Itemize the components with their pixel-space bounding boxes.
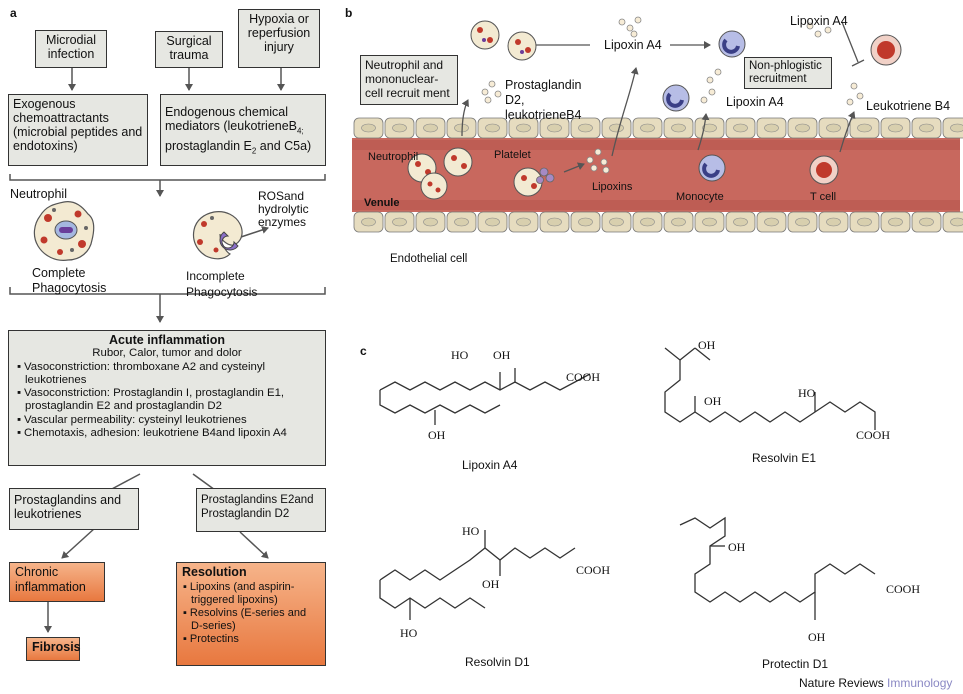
hypoxia-box: Hypoxia or reperfusion injury — [238, 9, 320, 68]
resolvin-d1-structure — [379, 547, 576, 581]
monocyte-label: Monocyte — [676, 191, 724, 203]
lipoxin-oh-bottom: OH — [428, 428, 446, 442]
resolvin-e1-structure — [664, 347, 876, 430]
protectin-d1-name: Protectin D1 — [762, 657, 829, 671]
t-cell-cells — [809, 34, 902, 185]
panel-b-venule-illustration — [352, 16, 963, 233]
panel-a-letter: a — [10, 6, 17, 20]
platelet-label: Platelet — [494, 149, 531, 161]
resolvin-e1-cooh: COOH — [856, 428, 891, 442]
endothelium-cells — [353, 117, 963, 233]
acute-bullet-2: Vasoconstriction: Prostaglandin I, prost… — [15, 387, 319, 414]
protectin-d1-structure — [679, 516, 876, 603]
protectin-d1-oh-top: OH — [728, 540, 746, 554]
lipoxin-cooh: COOH — [566, 370, 601, 384]
platelet-cells — [536, 167, 555, 184]
resolution-item: Lipoxins (and aspirin-triggered lipoxins… — [182, 581, 320, 607]
journal-name: Nature Reviews — [799, 676, 884, 690]
resolvin-e1-oh-mid: OH — [704, 394, 722, 408]
resolvin-d1-ho-top: HO — [462, 524, 480, 538]
pgd2-leukotriene-label: Prostaglandin D2, leukotrieneB4 — [505, 78, 582, 122]
acute-title: Acute inflammation — [109, 333, 225, 347]
lipoxin-a4-label-mid: Lipoxin A4 — [726, 95, 784, 109]
microbial-infection-box: Microdial infection — [35, 30, 107, 68]
panel-c-letter: c — [360, 344, 367, 358]
panel-c-structures — [379, 347, 876, 620]
lipoxin-ho: HO — [451, 348, 469, 362]
resolvin-d1-oh: OH — [482, 577, 500, 591]
prostaglandins-leukotrienes-box: Prostaglandins and leukotrienes — [9, 488, 139, 530]
endogenous-text-2: prostaglandin E — [165, 138, 252, 153]
endogenous-sub-1: 4; — [297, 126, 304, 136]
acute-subtitle: Rubor, Calor, tumor and dolor — [92, 347, 242, 360]
resolvin-d1-cooh: COOH — [576, 563, 611, 577]
complete-phagocytosis-neutrophil-illustration — [33, 201, 95, 261]
lipoxin-a4-structure — [379, 373, 591, 391]
complete-phagocytosis-label: Complete Phagocytosis — [32, 266, 107, 295]
resolution-item: Resolvins (E-series and D-series) — [182, 607, 320, 633]
resolvin-d1-ho-bottom: HO — [400, 626, 418, 640]
protectin-d1-cooh: COOH — [886, 582, 921, 596]
resolvin-e1-ho: HO — [798, 386, 816, 400]
acute-inflammation-box: Acute inflammation Rubor, Calor, tumor a… — [8, 330, 326, 466]
resolution-title: Resolution — [182, 565, 247, 579]
non-phlogistic-box: Non-phlogistic recruitment — [744, 57, 832, 89]
incomplete-phagocytosis-label: Incomplete Phagocytosis — [186, 269, 258, 299]
resolvin-e1-name: Resolvin E1 — [752, 451, 817, 465]
endogenous-text-3: and C5a) — [256, 138, 312, 153]
lipid-mediator-dots — [481, 16, 864, 174]
t-cell-label: T cell — [810, 191, 837, 203]
lipoxins-label: Lipoxins — [592, 181, 633, 193]
exogenous-chemoattractants-box: Exogenous chemoattractants (microbial pe… — [8, 94, 148, 166]
lipoxin-a4-label-top: Lipoxin A4 — [604, 38, 662, 52]
neutrophil-label: Neutrophil — [10, 187, 67, 201]
lipoxin-a4-label-right: Lipoxin A4 — [790, 14, 848, 28]
lipoxin-oh-top: OH — [493, 348, 511, 362]
resolution-box: Resolution Lipoxins (and aspirin-trigger… — [176, 562, 326, 666]
incomplete-phagocytosis-neutrophil-illustration — [192, 211, 243, 260]
monocyte-cells — [662, 30, 746, 182]
prostaglandins-e2-d2-box: Prostaglandins E2and Prostaglandin D2 — [196, 488, 326, 532]
endothelial-cell-label: Endothelial cell — [390, 253, 468, 265]
journal-section: Immunology — [887, 676, 953, 690]
venule-label: Venule — [364, 197, 400, 209]
panel-b-letter: b — [345, 6, 353, 20]
resolvin-e1-oh-top: OH — [698, 338, 716, 352]
resolvin-d1-name: Resolvin D1 — [465, 655, 530, 669]
protectin-d1-oh-bottom: OH — [808, 630, 826, 644]
surgical-trauma-box: Surgical trauma — [155, 31, 223, 68]
recruitment-box: Neutrophil and mononuclear-cell recruit … — [360, 55, 458, 105]
endogenous-sub-2: 2 — [251, 146, 257, 155]
lipoxin-a4-name: Lipoxin A4 — [462, 458, 518, 472]
fibrosis-box: Fibrosis — [26, 637, 81, 661]
neutrophil-label-b: Neutrophil — [368, 151, 419, 163]
leukotriene-b4-label: Leukotriene B4 — [866, 99, 951, 113]
ros-label: ROSand hydrolytic enzymes — [258, 189, 309, 229]
endogenous-text-1: Endogenous chemical mediators (leukotrie… — [165, 105, 298, 133]
acute-bullet-1: Vasoconstriction: thromboxane A2 and cys… — [15, 361, 319, 388]
neutrophil-cells — [407, 20, 543, 200]
resolution-item: Protectins — [182, 633, 320, 646]
journal-credit: Nature Reviews Immunology — [799, 676, 952, 690]
acute-bullet-4: Chemotaxis, adhesion: leukotriene B4and … — [15, 427, 319, 440]
acute-bullet-3: Vascular permeability: cysteinyl leukotr… — [15, 414, 319, 427]
endogenous-mediators-box: Endogenous chemical mediators (leukotrie… — [160, 94, 326, 166]
panel-a-arrows — [9, 68, 326, 633]
chronic-inflammation-box: Chronic inflammation — [9, 562, 105, 602]
